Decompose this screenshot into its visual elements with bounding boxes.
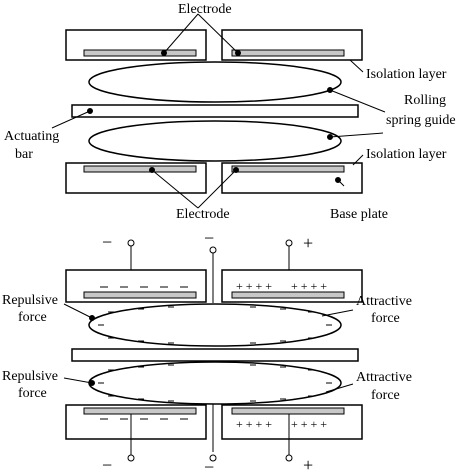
terminal-sign-top-right: + <box>303 233 313 253</box>
repulsive-force-bottom-line2: force <box>18 386 47 401</box>
bottom-diagram <box>65 269 363 440</box>
bottom-fig-bottom-left-electrode <box>83 407 197 415</box>
rolling-label-line1: Rolling <box>404 93 446 108</box>
electrode-label-top: Electrode <box>178 2 232 17</box>
terminal-sign-bottom-middle: − <box>204 457 214 475</box>
lower-rolling-spring-guide <box>88 120 342 162</box>
attractive-force-bottom-line1: Attractive <box>356 370 412 385</box>
terminal-sign-top-left: − <box>102 232 112 252</box>
wires <box>127 239 293 462</box>
bottom-fig-top-left-electrode <box>83 291 197 299</box>
negative-charges <box>100 286 188 420</box>
ellipse-charges <box>98 306 332 402</box>
repulsive-force-top-line1: Repulsive <box>2 293 58 308</box>
bottom-fig-bottom-right-plate <box>221 404 363 440</box>
terminal-sign-top-middle: − <box>204 228 214 248</box>
top-diagram <box>65 29 363 194</box>
actuating-bar <box>71 104 359 118</box>
bottom-fig-lower-spring-guide <box>88 361 342 405</box>
attractive-force-top-line1: Attractive <box>356 294 412 309</box>
attractive-force-bottom-line2: force <box>371 388 400 403</box>
positive-charges-top-b: + + + + <box>291 279 327 293</box>
bottom-fig-top-right-electrode <box>231 291 345 299</box>
top-leader-lines <box>51 13 386 209</box>
terminal-sign-bottom-left: − <box>102 455 112 475</box>
bottom-right-electrode <box>231 165 345 173</box>
actuating-label-line2: bar <box>15 147 33 162</box>
force-leader-lines <box>63 303 354 393</box>
isolation-layer-label-top: Isolation layer <box>366 67 447 82</box>
attractive-force-top-line2: force <box>371 311 400 326</box>
bottom-fig-bottom-left-plate <box>65 404 207 440</box>
bottom-left-base-plate <box>65 162 207 194</box>
positive-charges-top-a: + + + + <box>236 279 272 293</box>
positive-charges-bottom-a: + + + + <box>236 417 272 431</box>
bottom-fig-upper-spring-guide <box>88 303 342 347</box>
repulsive-force-bottom-line1: Repulsive <box>2 369 58 384</box>
bottom-fig-actuating-bar <box>71 348 359 362</box>
top-left-electrode <box>83 49 197 57</box>
actuating-label-line1: Actuating <box>4 129 59 144</box>
top-right-electrode <box>231 49 345 57</box>
electrode-label-bottom: Electrode <box>176 207 230 222</box>
isolation-layer-label-bottom: Isolation layer <box>366 147 447 162</box>
repulsive-force-top-line2: force <box>18 310 47 325</box>
bottom-fig-bottom-right-electrode <box>231 407 345 415</box>
upper-rolling-spring-guide <box>88 61 342 103</box>
positive-charges-bottom-b: + + + + <box>291 417 327 431</box>
rolling-label-line2: spring guide <box>386 113 456 128</box>
bottom-left-electrode <box>83 165 197 173</box>
base-plate-label: Base plate <box>330 207 388 222</box>
terminal-sign-bottom-right: + <box>303 455 313 475</box>
bottom-right-base-plate <box>221 162 363 194</box>
